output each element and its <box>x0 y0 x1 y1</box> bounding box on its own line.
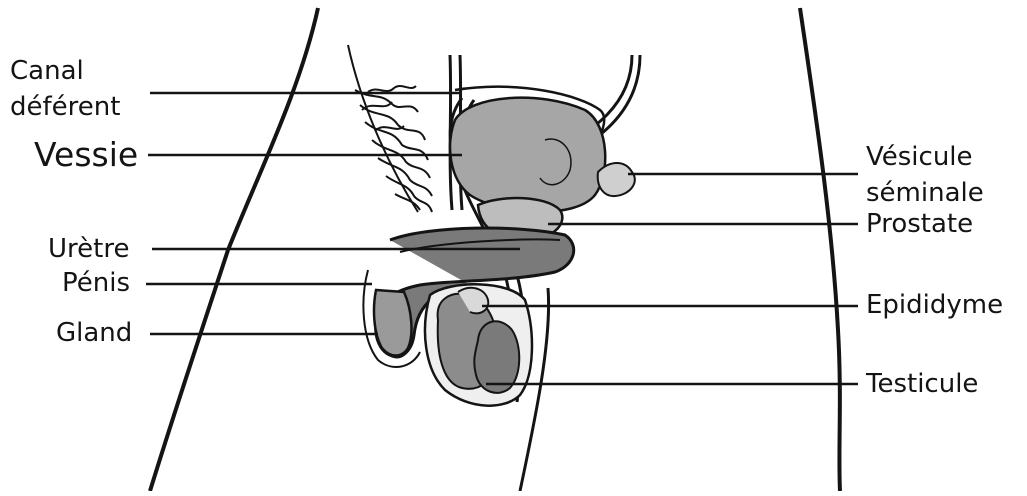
bladder <box>450 98 605 212</box>
label-canal-line2: déférent <box>10 94 120 120</box>
label-uretre: Urètre <box>48 236 129 262</box>
label-vessie: Vessie <box>34 138 138 171</box>
testicle <box>474 321 519 393</box>
seminal-vesicle <box>598 163 635 196</box>
pubic-hair <box>348 45 432 212</box>
body-outline-right <box>800 8 840 491</box>
label-canal-line1: Canal <box>10 58 84 84</box>
label-vesicule-line2: séminale <box>866 180 984 206</box>
label-epididyme: Epididyme <box>866 292 1003 318</box>
label-vesicule-line1: Vésicule <box>866 144 973 170</box>
glans <box>374 290 411 356</box>
label-gland: Gland <box>56 320 132 346</box>
label-prostate: Prostate <box>866 211 973 237</box>
label-penis: Pénis <box>62 270 130 296</box>
label-testicule: Testicule <box>866 371 978 397</box>
